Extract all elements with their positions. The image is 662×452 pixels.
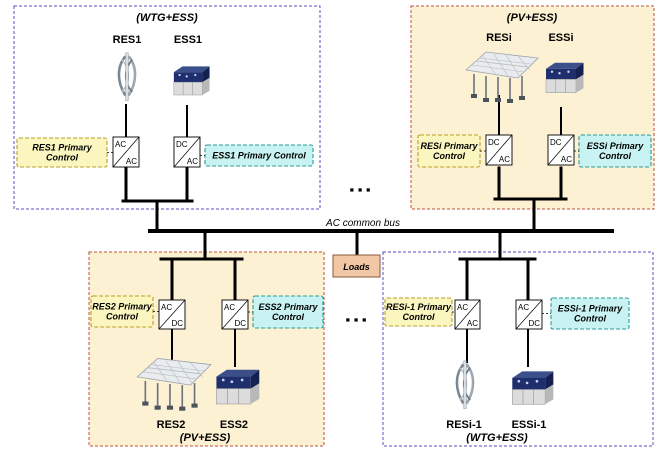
converter-input-type: AC [115, 140, 126, 149]
converter-input-type: DC [176, 140, 188, 149]
control-label-line: ESS1 Primary Control [212, 151, 306, 161]
control-label-line: Control [599, 151, 631, 161]
control-label-line: Control [574, 314, 606, 324]
converter: DC AC [173, 136, 201, 168]
control-label-line: RES2 Primary [92, 302, 153, 312]
group-box: (PV+ESS) [410, 5, 655, 210]
control-label-line: RESi Primary [420, 141, 478, 151]
converter-input-type: AC [224, 303, 235, 312]
control-label-line: Control [106, 312, 138, 322]
unit-name: RESi-1 [446, 419, 481, 431]
bus-wiring [121, 95, 614, 367]
control-label-line: Control [46, 153, 78, 163]
group-title: (PV+ESS) [507, 12, 558, 24]
control-label-line: RESi-1 Primary [386, 302, 452, 312]
battery-icon [545, 62, 585, 94]
converter-output-type: AC [561, 155, 572, 164]
control-label-line: Control [433, 151, 465, 161]
converter-output-type: AC [499, 155, 510, 164]
group-box: (PV+ESS) [88, 251, 325, 447]
control-label-line: ESSi Primary [587, 141, 645, 151]
group-box: (WTG+ESS) [382, 251, 654, 447]
converter-input-type: AC [161, 303, 172, 312]
primary-control-box: ESS1 Primary Control [204, 144, 314, 167]
loads-box: Loads [332, 254, 381, 278]
converter-input-type: AC [518, 303, 529, 312]
converter-output-type: AC [467, 319, 478, 328]
converter: DC AC [485, 134, 513, 166]
control-label-line: Control [272, 312, 304, 322]
control-label-line: Control [403, 312, 435, 322]
battery-icon [511, 370, 554, 405]
group-title: (PV+ESS) [180, 432, 231, 444]
converter: AC AC [454, 299, 481, 330]
converter-input-type: DC [550, 138, 562, 147]
unit-name: RES1 [113, 34, 142, 46]
converter-output-type: DC [171, 319, 183, 328]
battery-icon [173, 65, 211, 96]
converter: AC DC [221, 299, 249, 330]
ellipsis-bottom: ▪ ▪ ▪ [345, 312, 366, 327]
converter-output-type: DC [234, 319, 246, 328]
unit-name: ESS1 [174, 34, 202, 46]
converter: AC DC [515, 299, 543, 330]
unit-name: ESS2 [220, 419, 248, 431]
converter-input-type: AC [457, 303, 468, 312]
ellipsis-top: ▪ ▪ ▪ [349, 182, 370, 197]
converter-input-type: DC [488, 138, 500, 147]
converter-output-type: DC [528, 319, 540, 328]
group-title: (WTG+ESS) [466, 432, 528, 444]
control-label-line: ESSi-1 Primary [558, 304, 624, 314]
bus-label: AC common bus [325, 218, 400, 229]
converter: AC DC [158, 299, 186, 330]
unit-name: RES2 [157, 419, 186, 431]
loads-label: Loads [343, 262, 370, 272]
converter-output-type: AC [126, 157, 137, 166]
group-title: (WTG+ESS) [136, 12, 198, 24]
converter: DC AC [547, 134, 575, 166]
control-label-line: RES1 Primary [32, 143, 93, 153]
group-box: (WTG+ESS) [13, 5, 321, 210]
converter-output-type: AC [187, 157, 198, 166]
unit-name: RESi [486, 32, 512, 44]
battery-icon [215, 369, 260, 405]
unit-name: ESSi-1 [512, 419, 547, 431]
unit-name: ESSi [548, 32, 573, 44]
control-label-line: ESS2 Primary [258, 302, 318, 312]
